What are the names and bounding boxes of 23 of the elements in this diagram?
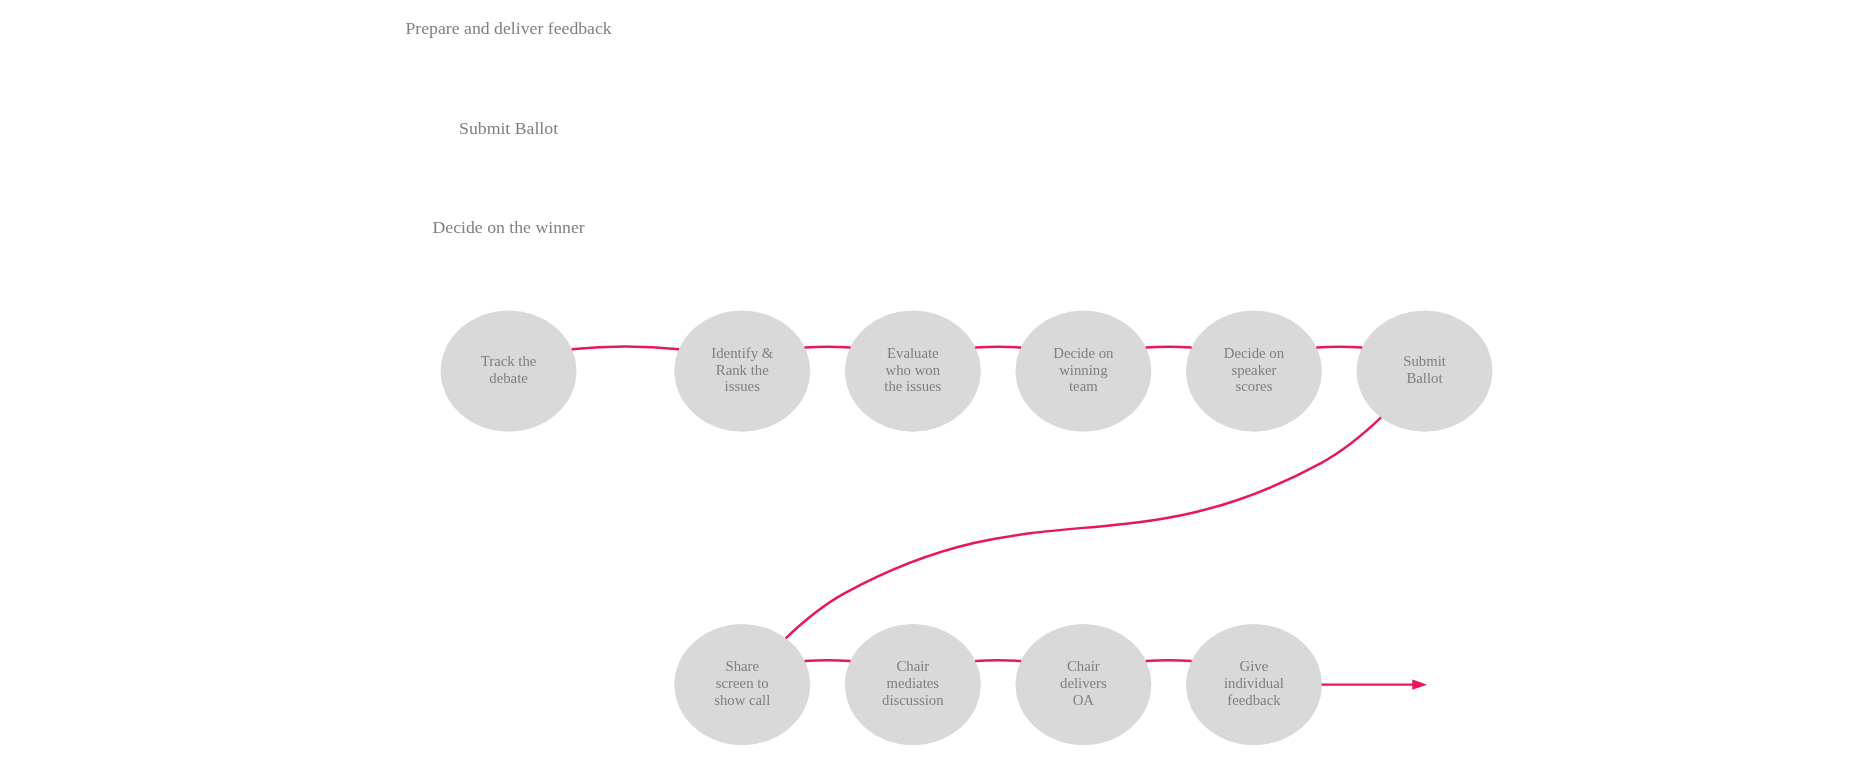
connector [804,345,851,349]
node-ellipse: Decide on winning team [1015,310,1152,432]
node-ellipse: Identify & Rank the issues [674,310,811,432]
node-ellipse: Chair delivers OA [1015,624,1152,746]
label: Decide on the winner [432,217,585,238]
connector [975,659,1022,663]
node-ellipse: Submit Ballot [1356,310,1493,432]
node-ellipse: Give individual feedback [1185,624,1322,746]
connector [1145,345,1192,349]
label: Prepare and deliver feedback [405,18,612,39]
connector [1316,345,1363,349]
connector [975,345,1022,349]
node-ellipse: Chair mediates discussion [844,624,981,746]
connector [1145,659,1192,663]
node-ellipse: Track the debate [440,310,577,432]
node-ellipse: Evaluate who won the issues [844,310,981,432]
connector [784,416,1382,640]
label: Submit Ballot [459,117,559,138]
node-ellipse: Share screen to show call [674,624,811,746]
arrow [1321,679,1428,690]
connector [804,659,851,663]
node-ellipse: Decide on speaker scores [1185,310,1322,432]
connector [571,345,680,351]
